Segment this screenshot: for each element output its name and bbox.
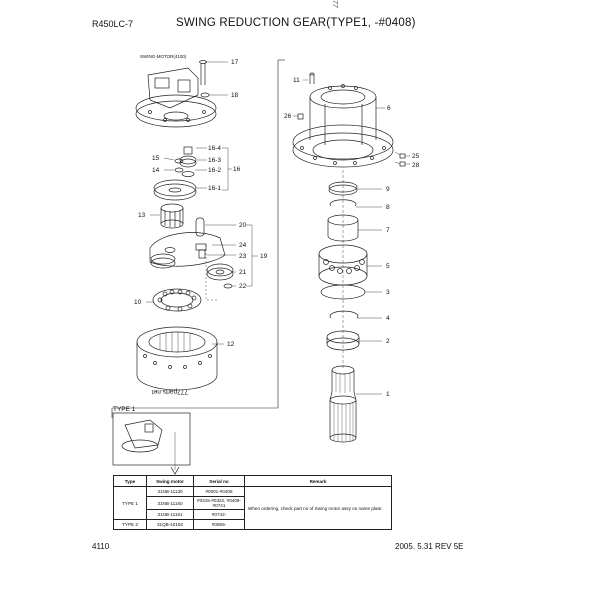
carrier-19	[149, 217, 258, 301]
motor-cell: 31NB-11161	[146, 509, 194, 520]
gear-13	[150, 203, 184, 229]
motor-cell: 31QB-10150	[146, 519, 194, 530]
pinion-shaft-1	[329, 365, 382, 443]
callout-16-1: 16-1	[208, 185, 221, 192]
callout-8: 8	[386, 204, 390, 211]
table-header-row: Type Swing motor Serial no Remark	[113, 475, 392, 487]
type-cell: TYPE 1	[113, 486, 147, 520]
model-number: R450LC-7	[92, 19, 134, 29]
remark-cell: When ordering, check part no of Swing mo…	[244, 486, 392, 530]
motor-label: SWING-MOTOR(4100)	[140, 54, 187, 59]
callout-16-3: 16-3	[208, 157, 221, 164]
bearing-10	[146, 288, 202, 312]
serial-cell: #0001-#0408	[193, 486, 245, 497]
type1-label: TYPE 1	[113, 406, 136, 413]
callout-26: 26	[284, 113, 292, 120]
callout-12: 12	[227, 341, 235, 348]
plugs-25-28	[394, 151, 410, 167]
callout-25: 25	[412, 153, 420, 160]
callout-22: 22	[239, 283, 247, 290]
revision-date: 2005. 5.31 REV 5E	[395, 542, 464, 551]
callout-19: 19	[260, 253, 268, 260]
table-row: TYPE 2 31QB-10150 #0856-	[113, 519, 392, 530]
housing-6	[292, 84, 394, 168]
callout-3: 3	[386, 289, 390, 296]
col-serial: Serial no	[193, 475, 245, 487]
bearing-5	[318, 244, 382, 286]
motor-cell: 31NB-11160	[146, 496, 194, 510]
callout-11: 11	[293, 77, 300, 84]
motor-cell: 31NB-11130	[146, 486, 194, 497]
serial-cell: #0856-	[193, 519, 245, 530]
watermark: 777parts.net	[152, 388, 188, 395]
serial-table: Type Swing motor Serial no Remark TYPE 1…	[113, 475, 392, 530]
callout-16: 16	[233, 166, 241, 173]
page-number: 4110	[92, 542, 110, 551]
callout-23: 23	[239, 253, 247, 260]
callout-28: 28	[412, 162, 420, 169]
callout-4: 4	[386, 315, 390, 322]
bolt-17	[199, 60, 228, 85]
callout-13: 13	[138, 212, 146, 219]
snap-ring-4	[329, 310, 382, 319]
spacer-7	[327, 214, 382, 242]
callout-7: 7	[386, 227, 390, 234]
col-swing-motor: Swing motor	[146, 475, 194, 487]
seal-9	[328, 181, 382, 196]
callout-10: 10	[134, 299, 142, 306]
callout-14: 14	[152, 167, 160, 174]
snap-ring-8	[329, 199, 382, 208]
ring-gear-12	[136, 326, 224, 391]
callout-24: 24	[239, 242, 247, 249]
serial-cell: #0742-	[193, 509, 245, 520]
callout-15: 15	[152, 155, 160, 162]
plug-26	[293, 113, 304, 120]
table-row: 31NB-11160 #0315-#0322, #0409-#0741	[114, 496, 392, 510]
callout-21: 21	[239, 269, 247, 276]
callout-16-4: 16-4	[208, 145, 221, 152]
callout-16-2: 16-2	[208, 167, 221, 174]
seal-2	[326, 330, 382, 351]
callout-1: 1	[386, 391, 390, 398]
plate-3	[320, 284, 382, 300]
type1-inset	[112, 412, 191, 475]
gear-set-16	[153, 146, 232, 201]
page-title: SWING REDUCTION GEAR(TYPE1, -#0408)	[176, 17, 416, 29]
washer-18	[200, 92, 228, 98]
callout-6: 6	[387, 105, 391, 112]
callout-9: 9	[386, 186, 390, 193]
col-remark: Remark	[244, 475, 392, 487]
callout-20: 20	[239, 222, 247, 229]
callout-2: 2	[386, 338, 390, 345]
col-type: Type	[113, 475, 147, 487]
serial-cell: #0315-#0322, #0409-#0741	[193, 496, 245, 510]
table-row: TYPE 1 31NB-11130 #0001-#0408 When order…	[113, 486, 392, 530]
pin-11	[303, 72, 315, 84]
callout-18: 18	[231, 92, 239, 99]
swing-motor-drawing	[135, 67, 217, 128]
callout-5: 5	[386, 263, 390, 270]
callout-17: 17	[231, 59, 239, 66]
type-cell: TYPE 2	[113, 519, 147, 530]
